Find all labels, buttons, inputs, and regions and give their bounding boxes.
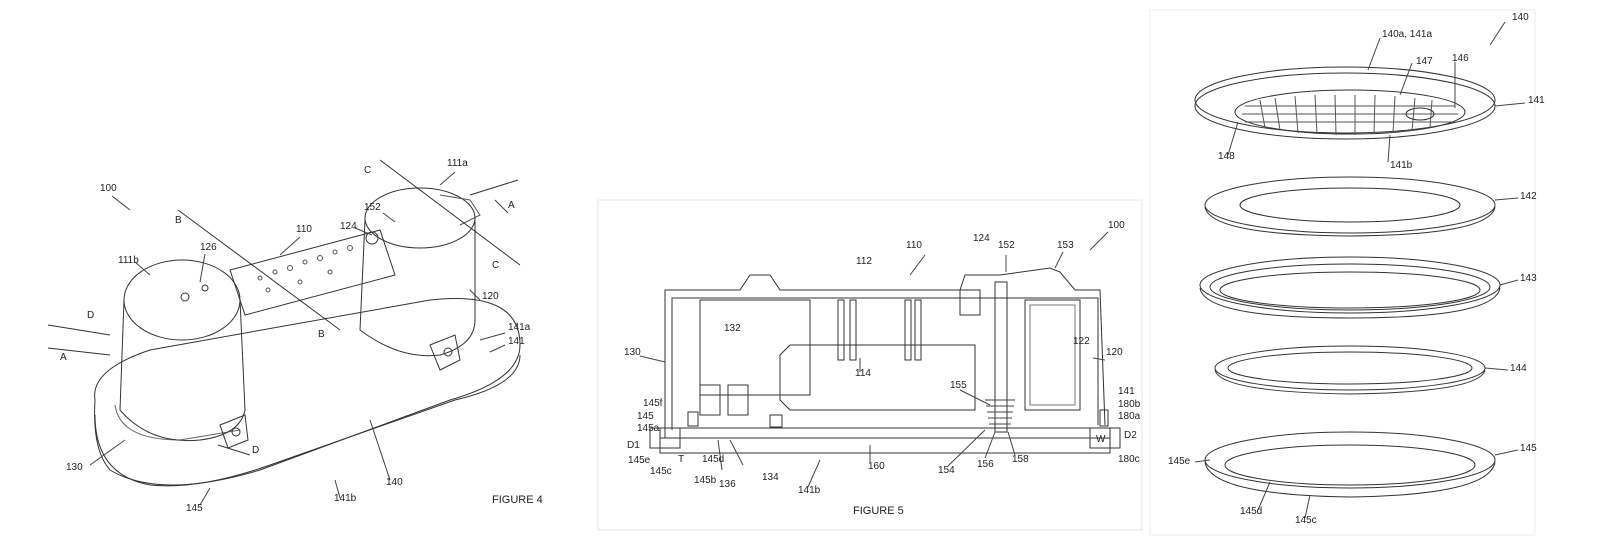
ref-label: 134 [762, 472, 779, 483]
ref-label: 141b [798, 485, 821, 496]
ref-label: 145c [650, 466, 672, 477]
figure5-frame [597, 199, 1143, 531]
ref-label: 110 [296, 224, 312, 235]
ref-label: 180b [1118, 399, 1141, 410]
ref-label: 155 [950, 380, 967, 391]
ref-label: 145f [643, 398, 663, 409]
base-pad [94, 297, 521, 486]
ref-label: 145d [1240, 506, 1263, 517]
pad-layer [659, 427, 1111, 439]
ref-label: A [508, 200, 515, 211]
seal-142 [1204, 176, 1496, 237]
ref-label: 146 [1452, 53, 1469, 64]
base-pad-edge [94, 354, 521, 487]
pad-plate-141 [1194, 66, 1496, 140]
handle-bar [229, 229, 396, 316]
ref-label: D1 [627, 440, 640, 451]
ref-label: 145e [628, 455, 651, 466]
ref-label: A [60, 352, 67, 363]
ref-label: D [87, 310, 95, 321]
ref-label: 132 [724, 323, 741, 334]
figure5-drawing [639, 231, 1121, 488]
ref-label: 142 [1520, 191, 1537, 202]
ref-label: D [252, 445, 260, 456]
ref-label: B [175, 215, 182, 226]
battery [1024, 299, 1081, 411]
figure4-drawing [47, 159, 521, 506]
ref-label: 100 [1108, 220, 1125, 231]
ref-label: 141b [334, 493, 357, 504]
release-button [365, 231, 379, 245]
ref-label: 145 [1520, 443, 1537, 454]
ref-label: 100 [100, 183, 117, 194]
ref-label: 141 [508, 336, 525, 347]
ref-label: 110 [906, 240, 922, 251]
seal-145 [1204, 431, 1496, 498]
housing-outline [664, 267, 1106, 438]
seal-144 [1214, 345, 1486, 395]
seal-145-left [649, 427, 681, 449]
ref-label: 156 [977, 459, 994, 470]
figure6-drawing [1194, 21, 1526, 519]
ref-label: 141 [1118, 386, 1135, 397]
ref-label: 141 [1528, 95, 1545, 106]
ref-label: 141b [1390, 160, 1413, 171]
motor-block [699, 299, 811, 396]
ref-label: 158 [1012, 454, 1029, 465]
ref-label: C [492, 260, 500, 271]
ref-label: 124 [973, 233, 990, 244]
ref-label: 136 [719, 479, 736, 490]
ref-label: 141a [508, 322, 531, 333]
ref-label: 120 [482, 291, 499, 302]
ref-label: 145 [637, 411, 654, 422]
ref-label: 111a [447, 158, 468, 169]
ref-label: 145e [1168, 456, 1191, 467]
ref-label: 111b [118, 255, 139, 266]
ref-label: C [364, 165, 372, 176]
ref-label: 180a [1118, 411, 1141, 422]
figure5-caption: FIGURE 5 [853, 505, 904, 517]
plunger-rod [994, 281, 1008, 433]
ref-label: 145b [694, 475, 717, 486]
ref-label: 160 [868, 461, 885, 472]
ref-label: 140 [1512, 12, 1529, 23]
ref-label: 152 [998, 240, 1015, 251]
ref-label: 152 [364, 202, 381, 213]
vacuum-chamber [779, 344, 976, 411]
seal-145-right [1089, 427, 1121, 449]
figure4-caption: FIGURE 4 [492, 494, 543, 506]
ref-label: 145c [1295, 515, 1317, 526]
ref-label: 145 [186, 503, 203, 514]
ref-label: 112 [856, 256, 872, 267]
ref-label: 144 [1510, 363, 1527, 374]
ref-label: 122 [1073, 336, 1090, 347]
ref-label: 140a, 141a [1382, 29, 1433, 40]
ref-label: 140 [386, 477, 403, 488]
ref-label: 180c [1118, 454, 1140, 465]
ref-label: 147 [1416, 56, 1433, 67]
seal-143 [1199, 256, 1501, 319]
ref-label: W [1096, 434, 1106, 445]
ref-label: 145d [702, 454, 725, 465]
ref-label: 114 [855, 368, 871, 379]
ref-label: 120 [1106, 347, 1123, 358]
ref-label: 153 [1057, 240, 1074, 251]
figure6-frame [1149, 9, 1536, 536]
ref-label: 154 [938, 465, 955, 476]
ref-label: 130 [624, 347, 641, 358]
ref-label: T [678, 454, 685, 465]
ref-label: 148 [1218, 151, 1235, 162]
ref-label: 145a [637, 423, 660, 434]
ref-label: B [318, 329, 325, 340]
ref-label: 124 [340, 221, 357, 232]
ref-label: 143 [1520, 273, 1537, 284]
ref-label: 126 [200, 242, 217, 253]
handle-cup-right [364, 187, 476, 249]
ref-label: 130 [66, 462, 83, 473]
ref-label: D2 [1124, 430, 1137, 441]
